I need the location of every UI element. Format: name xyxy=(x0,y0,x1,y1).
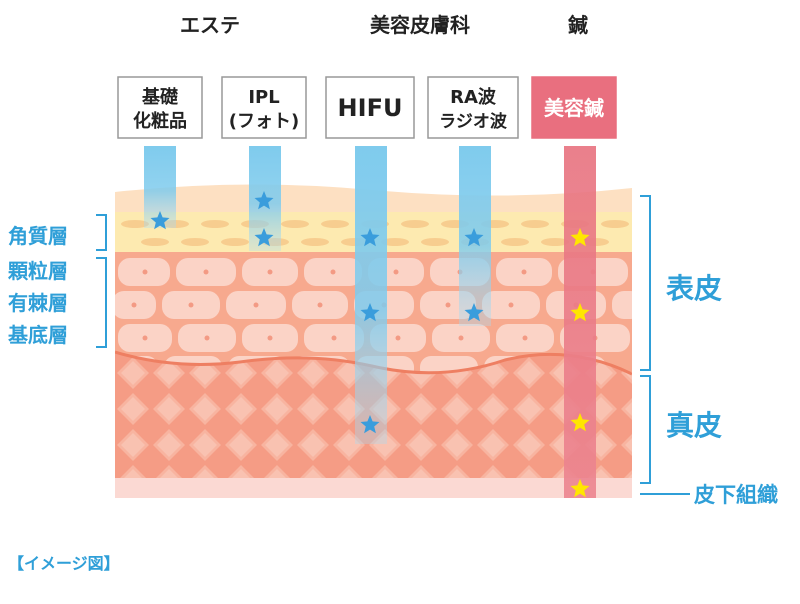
star-icon xyxy=(360,303,380,322)
treatment-label-line: HIFU xyxy=(338,94,403,122)
left-brackets xyxy=(96,214,107,348)
star-icon xyxy=(570,303,590,322)
caption: 【イメージ図】 xyxy=(8,554,120,573)
treatment-label-line: 基礎 xyxy=(141,86,178,108)
treatment-box-hifu: HIFU xyxy=(325,76,415,139)
beam-beauty-acupuncture xyxy=(564,146,596,498)
star-icon xyxy=(464,303,484,322)
stars xyxy=(150,191,590,498)
layer-label-subcutaneous: 皮下組織 xyxy=(694,483,778,507)
treatment-label-line: IPL xyxy=(248,87,279,108)
star-icon xyxy=(254,191,274,210)
layer-label-stratum-granulosum: 顆粒層 xyxy=(8,259,68,283)
treatment-label-line: 化粧品 xyxy=(133,110,187,132)
treatment-box-beauty-acupuncture: 美容鍼 xyxy=(531,76,617,139)
star-icon xyxy=(360,415,380,434)
category-esthe: エステ xyxy=(180,13,240,37)
star-icon xyxy=(570,228,590,247)
category-acupuncture: 鍼 xyxy=(568,13,588,37)
layer-label-epidermis: 表皮 xyxy=(666,272,722,305)
treatment-label-line: RA波 xyxy=(450,86,497,108)
layer-label-stratum-corneum: 角質層 xyxy=(8,224,68,248)
layer-label-stratum-spinosum: 有棘層 xyxy=(8,291,68,315)
treatment-label-line: (フォト) xyxy=(229,111,299,132)
beam-hifu xyxy=(355,146,387,444)
treatment-box-ra-wave: RA波 ラジオ波 xyxy=(427,76,519,139)
layer-label-stratum-basale: 基底層 xyxy=(8,323,68,347)
treatment-label-line: 美容鍼 xyxy=(544,96,604,120)
category-dermatology: 美容皮膚科 xyxy=(370,13,470,37)
treatment-box-basic-cosmetics: 基礎 化粧品 xyxy=(117,76,203,139)
treatment-beams xyxy=(144,146,596,498)
star-icon xyxy=(150,211,170,230)
star-icon xyxy=(254,228,274,247)
right-brackets xyxy=(640,195,690,495)
star-icon xyxy=(464,228,484,247)
star-icon xyxy=(570,413,590,432)
treatment-box-ipl: IPL (フォト) xyxy=(221,76,307,139)
subcutaneous-band xyxy=(115,478,632,498)
treatment-label-line: ラジオ波 xyxy=(439,111,508,132)
layer-label-dermis: 真皮 xyxy=(666,409,722,442)
star-icon xyxy=(360,228,380,247)
star-icon xyxy=(570,479,590,498)
